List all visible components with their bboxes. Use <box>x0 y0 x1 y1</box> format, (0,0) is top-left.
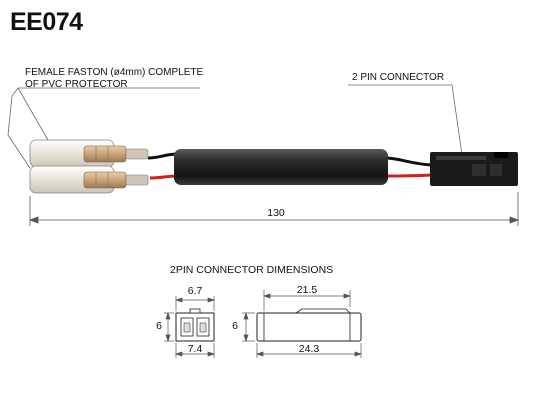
wires-right <box>384 156 433 178</box>
side-length-top-label: 21.5 <box>296 284 318 296</box>
connector-callout: 2 PIN CONNECTOR <box>352 72 445 83</box>
faston-leader-lines <box>7 87 200 169</box>
faston-callout-line1: FEMALE FASTON (ø4mm) COMPLETE <box>25 67 204 78</box>
front-width-bottom-label: 7.4 <box>187 343 203 355</box>
product-code: EE074 <box>10 8 83 36</box>
connector-front-view <box>175 308 215 342</box>
total-length-label: 130 <box>256 207 296 219</box>
connector-dimensions-title: 2PIN CONNECTOR DIMENSIONS <box>170 264 334 276</box>
total-length-dimension <box>28 192 520 226</box>
side-length-bottom-label: 24.3 <box>298 343 320 355</box>
wires-left <box>147 152 179 180</box>
faston-terminal-black <box>29 139 149 168</box>
front-view-dimensions <box>164 296 216 358</box>
side-height-label: 6 <box>232 320 238 332</box>
faston-callout-line2: OF PVC PROTECTOR <box>25 79 128 90</box>
front-height-label: 6 <box>156 320 162 332</box>
faston-terminal-red <box>29 165 149 194</box>
front-width-top-label: 6.7 <box>187 285 203 297</box>
connector-leader-line <box>348 84 463 156</box>
cable-sleeve <box>174 149 388 185</box>
two-pin-connector <box>430 152 518 186</box>
side-view-dimensions <box>242 290 363 358</box>
connector-side-view <box>256 308 362 342</box>
